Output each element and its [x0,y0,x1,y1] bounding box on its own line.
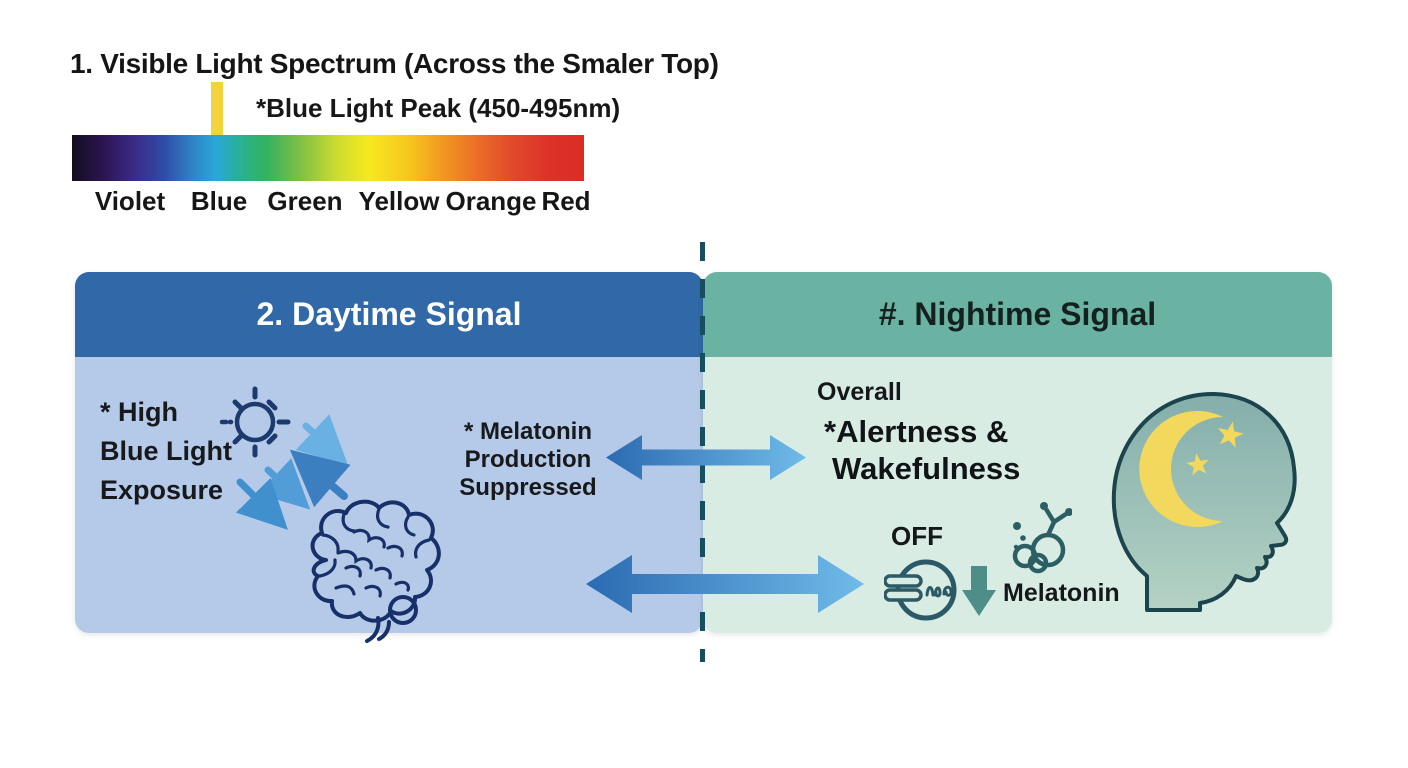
melatonin-suppressed-text: * Melatonin Production Suppressed [448,418,608,502]
down-arrow-icon [962,566,996,616]
head-moon-stars-icon [1111,391,1297,612]
moon-icon [1139,411,1244,527]
switch-off-icon [884,559,957,621]
off-label: OFF [891,521,943,551]
spectrum-label-yellow: Yellow [358,186,440,216]
molecule-icon [1012,502,1072,574]
wakefulness-label: Wakefulness [832,451,1021,486]
spectrum-label-blue: Blue [190,186,248,216]
exposure-line-3: Exposure [100,475,224,505]
spectrum-label-orange: Orange [445,186,537,216]
spectrum-label-violet: Violet [94,186,166,216]
spectrum-bar [72,135,584,181]
melatonin-line-1: * Melatonin [463,418,592,445]
star-icon [1218,421,1244,448]
sun-icon [219,386,291,458]
exposure-line-1: * High [100,397,178,427]
blue-peak-label: *Blue Light Peak (450-495nm) [256,93,621,123]
light-ray-arrows-icon [235,414,351,530]
blue-light-exposure-text: * High Blue Light Exposure [100,393,232,510]
spectrum-label-green: Green [267,186,343,216]
exchange-arrow-icon [606,435,806,480]
spectrum-label-red: Red [541,186,591,216]
nighttime-header: #. Nightime Signal [703,272,1332,357]
exchange-arrow-icon [586,555,864,613]
melatonin-label: Melatonin [1003,579,1120,607]
overall-label: Overall [817,378,902,406]
daytime-header: 2. Daytime Signal [75,272,703,357]
exposure-line-2: Blue Light [100,436,232,466]
star-icon [1186,453,1209,476]
spectrum-title: 1. Visible Light Spectrum (Across the Sm… [70,48,719,79]
melatonin-line-3: Suppressed [459,474,597,501]
brain-icon [310,499,441,643]
nighttime-panel: #. Nightime Signal [703,272,1332,633]
melatonin-line-2: Production [464,446,592,473]
alertness-label: *Alertness & [824,414,1009,449]
